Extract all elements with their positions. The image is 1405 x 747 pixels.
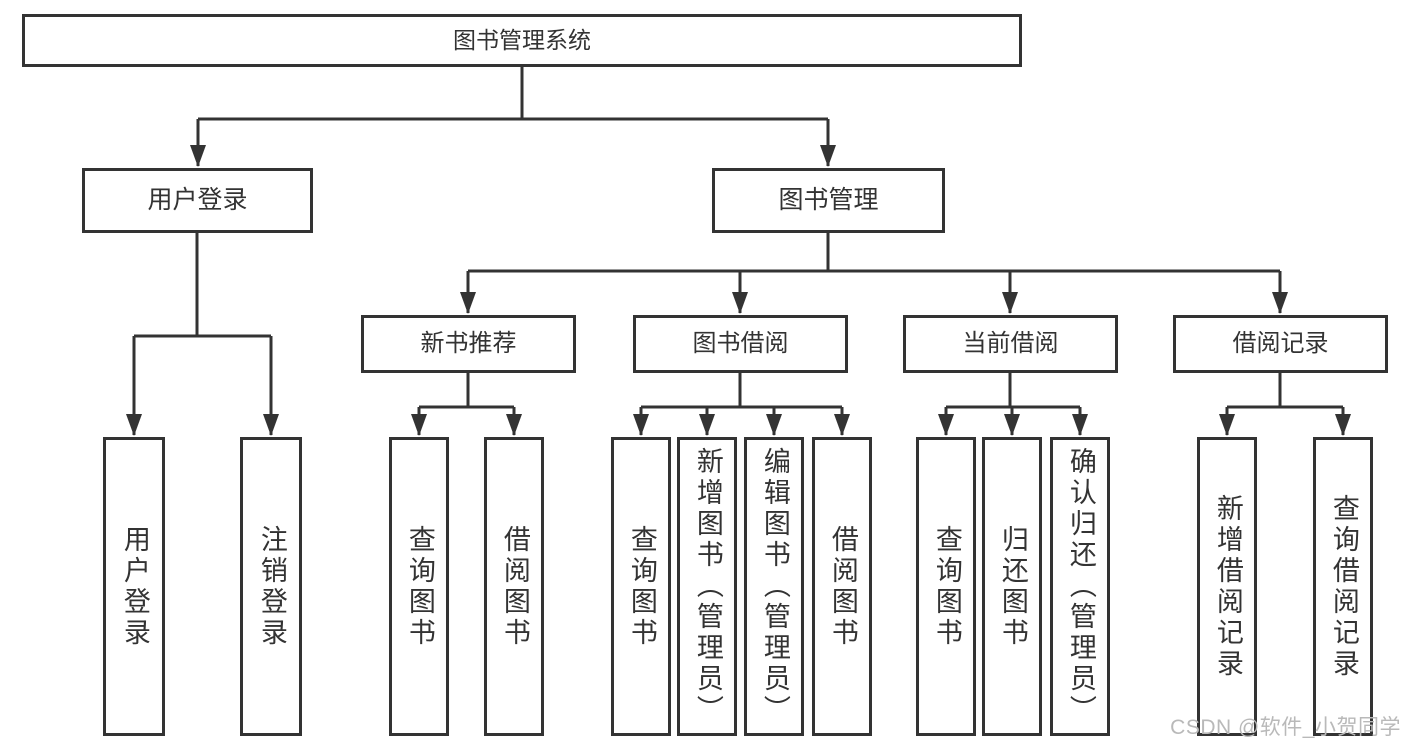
- node-library-system-root: 图书管理系统: [22, 14, 1022, 67]
- leaf-query-borrow-record: 查询借阅记录: [1313, 437, 1373, 736]
- csdn-watermark: CSDN @软件_小贺同学: [1170, 716, 1401, 739]
- leaf-borrow-books: 借阅图书: [812, 437, 872, 736]
- node-book-management: 图书管理: [712, 168, 945, 233]
- leaf-logout: 注销登录: [240, 437, 302, 736]
- leaf-query-books-borrow: 查询图书: [611, 437, 671, 736]
- leaf-query-books-current: 查询图书: [916, 437, 976, 736]
- leaf-add-borrow-record: 新增借阅记录: [1197, 437, 1257, 736]
- node-book-borrow: 图书借阅: [633, 315, 848, 373]
- node-borrow-records: 借阅记录: [1173, 315, 1388, 373]
- leaf-query-books-recommend: 查询图书: [389, 437, 449, 736]
- leaf-return-book: 归还图书: [982, 437, 1042, 736]
- leaf-user-login: 用户登录: [103, 437, 165, 736]
- leaf-edit-book-admin: 编辑图书（管理员）: [744, 437, 804, 736]
- node-current-borrow: 当前借阅: [903, 315, 1118, 373]
- leaf-borrow-books-recommend: 借阅图书: [484, 437, 544, 736]
- leaf-confirm-return-admin: 确认归还（管理员）: [1050, 437, 1110, 736]
- node-user-login: 用户登录: [82, 168, 313, 233]
- node-new-book-recommend: 新书推荐: [361, 315, 576, 373]
- leaf-add-book-admin: 新增图书（管理员）: [677, 437, 737, 736]
